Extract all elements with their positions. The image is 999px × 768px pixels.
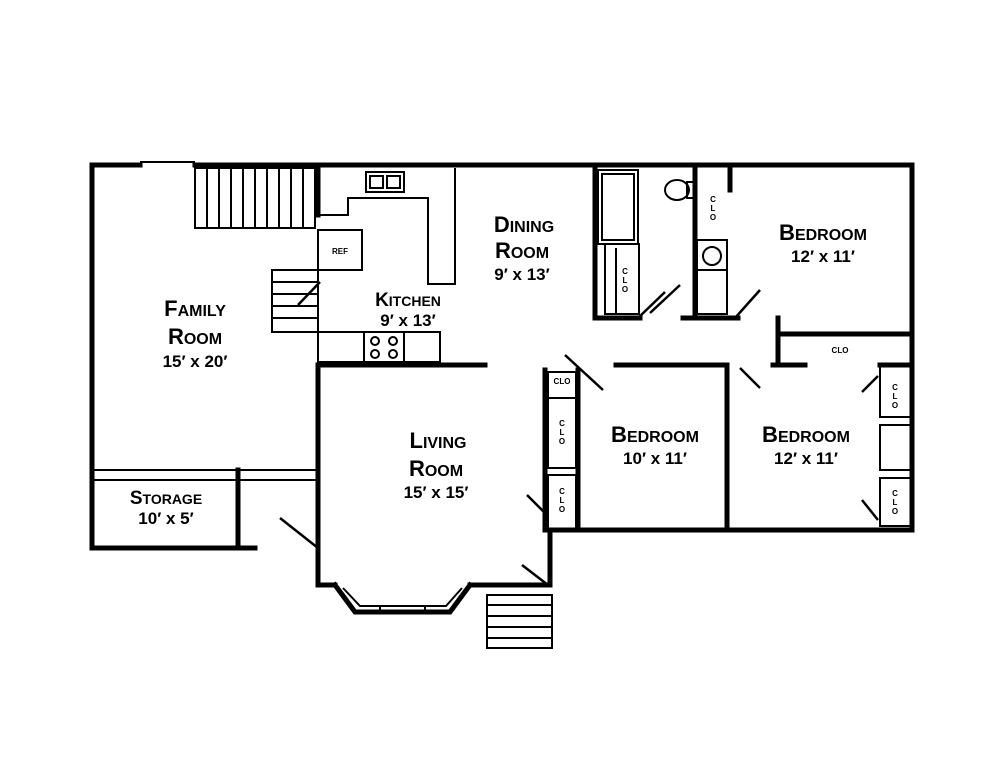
stove-icon bbox=[363, 331, 405, 363]
svg-text:L: L bbox=[560, 496, 565, 505]
svg-text:L: L bbox=[560, 428, 565, 437]
clo-label: CLO bbox=[554, 377, 571, 386]
svg-text:L: L bbox=[711, 204, 716, 213]
toilet-icon bbox=[664, 179, 690, 201]
clo-vertical-label: C L O bbox=[892, 489, 898, 516]
exterior-walls bbox=[89, 161, 915, 588]
svg-text:ROOM: ROOM bbox=[168, 324, 222, 349]
room-label-family: FAMILY ROOM 15′ x 20′ bbox=[163, 296, 228, 371]
clo-vertical-label: C L O bbox=[710, 195, 716, 222]
svg-text:O: O bbox=[710, 213, 716, 222]
svg-text:L: L bbox=[893, 498, 898, 507]
bathtub-icon bbox=[597, 169, 639, 245]
svg-text:STORAGE: STORAGE bbox=[130, 488, 202, 509]
ref-label: REF bbox=[332, 247, 348, 256]
clo-vertical-label: C L O bbox=[559, 419, 565, 446]
svg-text:9′ x 13′: 9′ x 13′ bbox=[494, 265, 549, 284]
svg-text:L: L bbox=[893, 392, 898, 401]
svg-text:L: L bbox=[623, 276, 628, 285]
svg-text:C: C bbox=[892, 383, 898, 392]
room-label-living: LIVING ROOM 15′ x 15′ bbox=[404, 428, 469, 502]
room-label-bedroom-3: BEDROOM 12′ x 11′ bbox=[762, 422, 850, 468]
svg-text:O: O bbox=[622, 285, 628, 294]
door-swings bbox=[279, 284, 879, 586]
svg-text:12′ x 11′: 12′ x 11′ bbox=[791, 247, 855, 266]
svg-text:9′ x 13′: 9′ x 13′ bbox=[380, 311, 435, 330]
svg-text:10′ x 11′: 10′ x 11′ bbox=[623, 449, 687, 468]
stairs-entry bbox=[486, 594, 553, 649]
stairs-top bbox=[194, 167, 321, 333]
clo-vertical-label: C L O bbox=[559, 487, 565, 514]
svg-text:ROOM: ROOM bbox=[409, 456, 463, 481]
svg-text:BEDROOM: BEDROOM bbox=[611, 422, 699, 447]
svg-text:C: C bbox=[559, 419, 565, 428]
room-label-bedroom-2: BEDROOM 10′ x 11′ bbox=[611, 422, 699, 468]
svg-text:C: C bbox=[622, 267, 628, 276]
svg-text:BEDROOM: BEDROOM bbox=[762, 422, 850, 447]
fixture-labels: REF CLO CLO C L O C L O C L O C L O C L … bbox=[332, 195, 898, 516]
closets bbox=[547, 364, 913, 531]
svg-text:C: C bbox=[559, 487, 565, 496]
svg-text:C: C bbox=[892, 489, 898, 498]
svg-text:FAMILY: FAMILY bbox=[164, 296, 226, 321]
svg-text:10′ x 5′: 10′ x 5′ bbox=[138, 509, 193, 528]
svg-text:15′ x 20′: 15′ x 20′ bbox=[163, 352, 228, 371]
room-label-dining: DINING ROOM 9′ x 13′ bbox=[494, 212, 554, 284]
clo-vertical-label: C L O bbox=[892, 383, 898, 410]
room-label-bedroom-1: BEDROOM 12′ x 11′ bbox=[779, 220, 867, 266]
svg-text:BEDROOM: BEDROOM bbox=[779, 220, 867, 245]
svg-text:DINING: DINING bbox=[494, 212, 554, 237]
bathroom-fixtures bbox=[597, 169, 728, 315]
svg-text:12′ x 11′: 12′ x 11′ bbox=[774, 449, 838, 468]
svg-text:15′ x 15′: 15′ x 15′ bbox=[404, 483, 469, 502]
svg-text:O: O bbox=[559, 437, 565, 446]
svg-text:O: O bbox=[892, 507, 898, 516]
room-label-kitchen: KITCHEN 9′ x 13′ bbox=[375, 290, 441, 330]
bay-window bbox=[331, 581, 474, 615]
svg-text:C: C bbox=[710, 195, 716, 204]
svg-text:O: O bbox=[559, 505, 565, 514]
kitchen-fixtures bbox=[317, 168, 456, 363]
room-label-storage: STORAGE 10′ x 5′ bbox=[130, 488, 202, 528]
clo-vertical-label: C L O bbox=[622, 267, 628, 294]
svg-text:O: O bbox=[892, 401, 898, 410]
sink-icon bbox=[365, 171, 405, 193]
svg-text:KITCHEN: KITCHEN bbox=[375, 290, 441, 311]
svg-text:LIVING: LIVING bbox=[409, 428, 466, 453]
clo-label: CLO bbox=[832, 346, 849, 355]
svg-text:ROOM: ROOM bbox=[495, 238, 549, 263]
